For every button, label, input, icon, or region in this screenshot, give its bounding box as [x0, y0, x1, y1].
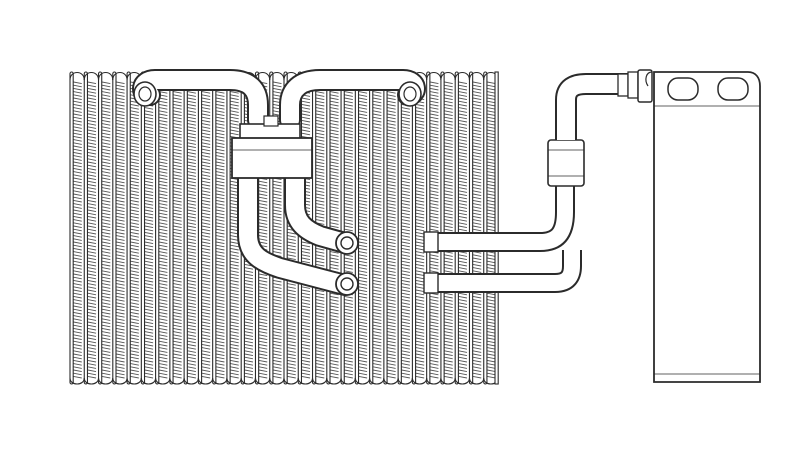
core-tube: [69, 71, 74, 385]
core-tube: [197, 71, 203, 385]
core-tube: [83, 71, 89, 385]
core-tube: [440, 71, 445, 385]
core-tube: [169, 71, 174, 385]
core-tube: [468, 71, 474, 385]
core-tube: [494, 71, 499, 385]
receiver-drier: [645, 71, 761, 383]
drier-connector-pipe: [555, 69, 653, 140]
side-inlet-pipes: [423, 139, 585, 294]
core-fin: [87, 81, 97, 379]
core-tube: [212, 71, 217, 385]
core-outlet-pipes: [237, 164, 359, 296]
core-tube: [354, 71, 360, 385]
core-tube: [140, 71, 146, 385]
core-tube: [226, 71, 231, 385]
core-tube: [426, 71, 431, 385]
core-tube: [454, 71, 459, 385]
core-tube: [97, 71, 103, 385]
core-tube: [411, 71, 417, 385]
core-tube: [483, 71, 488, 385]
core-tube: [383, 71, 388, 385]
core-tube: [126, 71, 131, 385]
core-tube: [397, 71, 402, 385]
core-fin: [73, 81, 82, 379]
expansion-block: [231, 115, 313, 179]
core-tube: [340, 71, 345, 385]
core-fin: [101, 81, 111, 379]
core-tube: [155, 71, 160, 385]
core-tube: [112, 71, 117, 385]
core-fin: [116, 81, 125, 379]
core-tube: [369, 71, 374, 385]
core-tube: [183, 71, 188, 385]
upper-return-pipe: [132, 69, 426, 131]
